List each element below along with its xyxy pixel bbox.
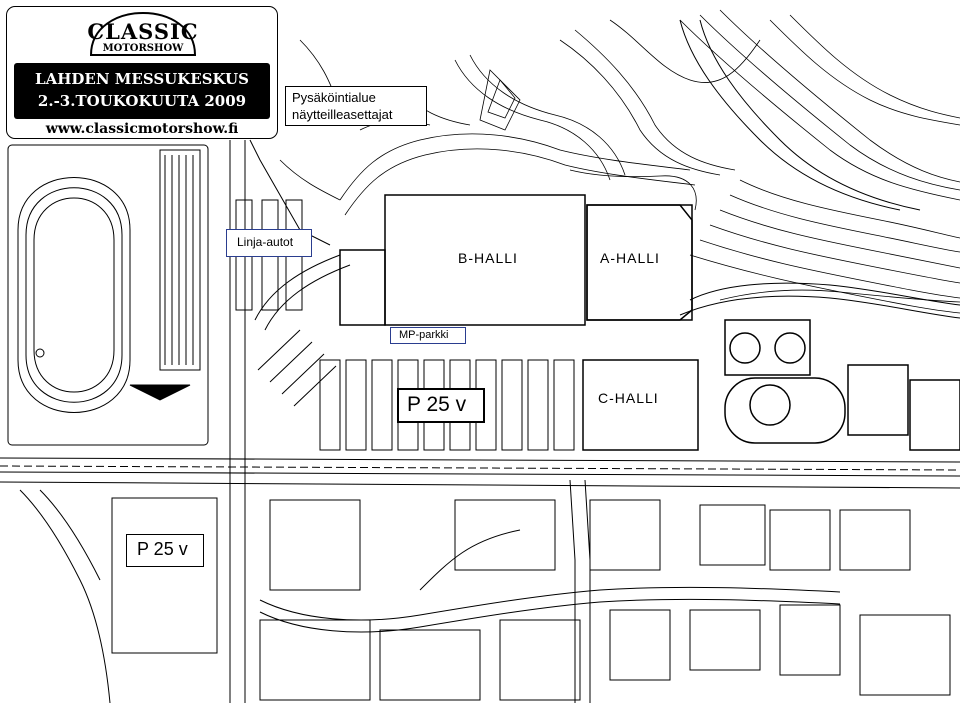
exhibitor-parking-label: Pysäköintialue näytteilleasettajat: [285, 86, 427, 126]
c-hall-label: C-HALLI: [598, 390, 659, 406]
classic-motorshow-badge: [89, 11, 197, 56]
brand-classic: CLASSIC: [87, 19, 199, 44]
event-info-banner: LAHDEN MESSUKESKUS 2.-3.TOUKOKUUTA 2009: [14, 63, 270, 119]
terrain-contours: [279, 9, 960, 314]
south-parking-label: P 25 v: [126, 534, 204, 567]
event-dates: 2.-3.TOUKOKUUTA 2009: [37, 92, 247, 110]
bus-parking-label: Linja-autot: [226, 229, 312, 257]
mp-parking-label: MP-parkki: [390, 327, 466, 344]
brand-motorshow: MOTORSHOW: [102, 43, 184, 54]
venue-name: LAHDEN MESSUKESKUS: [35, 70, 249, 88]
event-url: www.classicmotorshow.fi: [45, 121, 239, 137]
roads: [0, 19, 960, 703]
halls-buildings: [339, 194, 960, 451]
exhibitor-parking-line2: näytteilleasettajat: [292, 107, 393, 122]
south-blocks: [19, 489, 951, 703]
b-hall-label: B-HALLI: [458, 250, 518, 266]
a-hall-label: A-HALLI: [600, 250, 660, 266]
event-logo-panel: CLASSIC MOTORSHOW LAHDEN MESSUKESKUS 2.-…: [6, 6, 278, 139]
exhibitor-parking-line1: Pysäköintialue: [292, 90, 376, 105]
sports-stadium: [7, 144, 209, 446]
main-parking-label: P 25 v: [397, 388, 485, 423]
